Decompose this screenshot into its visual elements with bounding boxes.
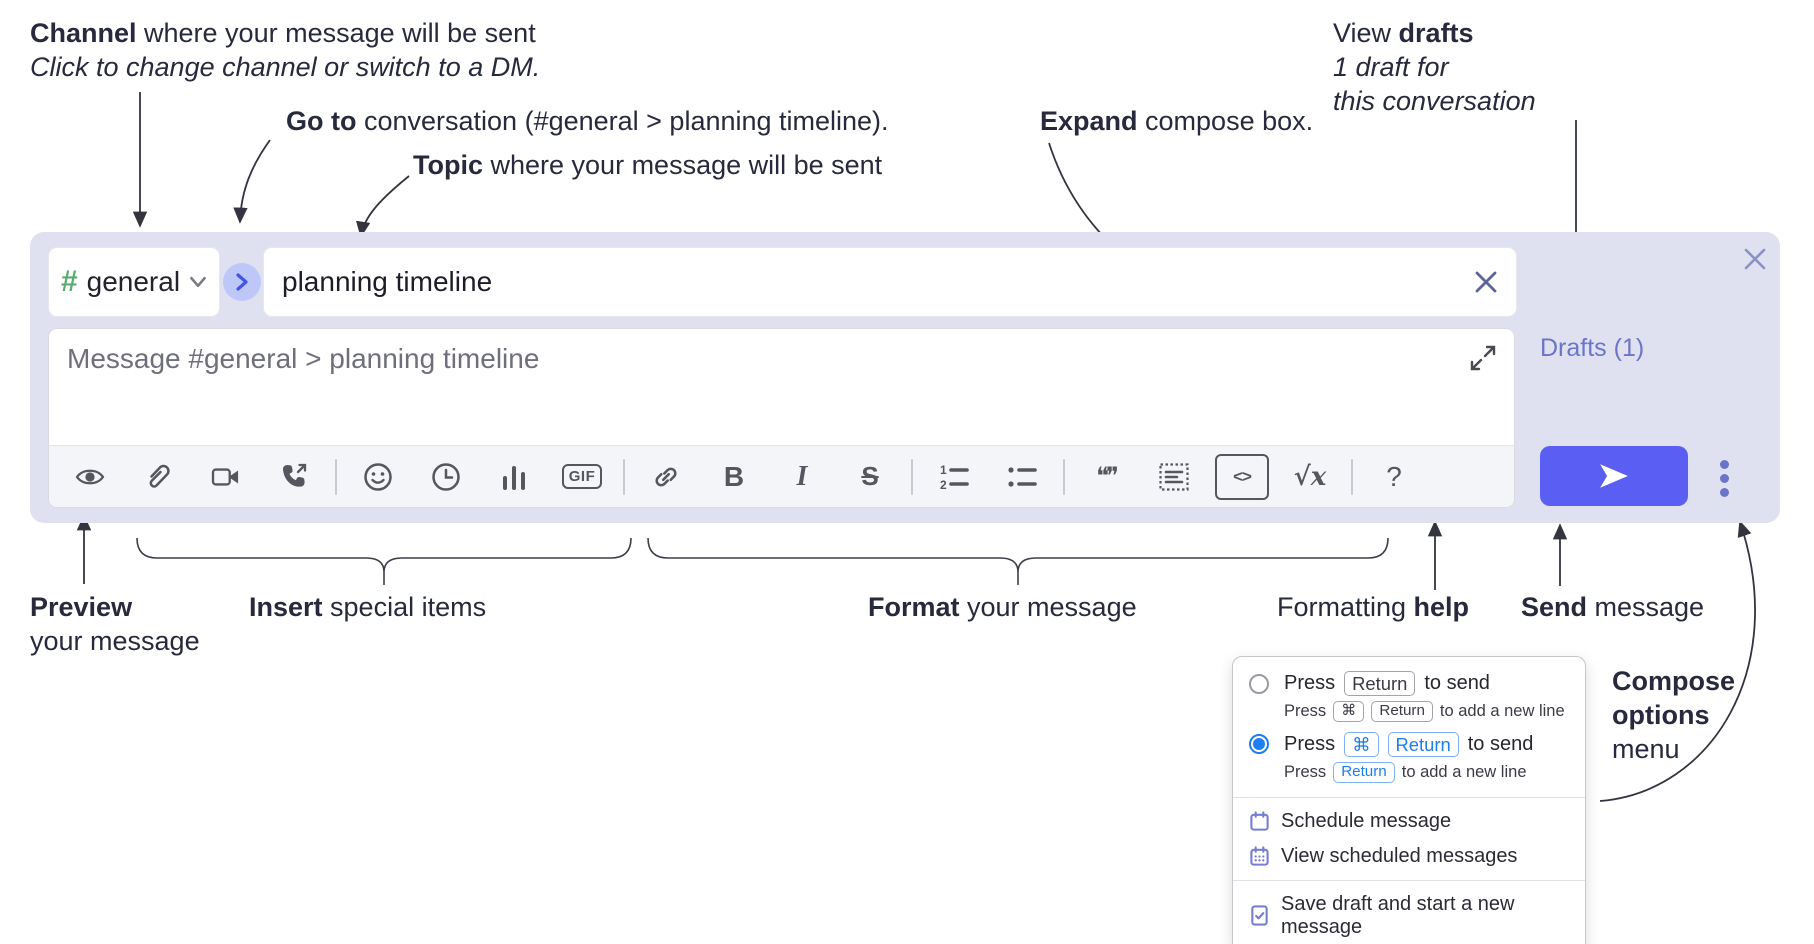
annotation-insert: Insert special items xyxy=(249,592,487,622)
toolbar-divider xyxy=(335,458,337,495)
video-icon[interactable] xyxy=(199,454,253,500)
drafts-link[interactable]: Drafts (1) xyxy=(1540,334,1645,362)
compose-options-button[interactable] xyxy=(1706,454,1742,502)
channel-name: general xyxy=(86,266,181,297)
annotation-view-drafts: View drafts 1 draft for this conversatio… xyxy=(1333,18,1536,116)
calendar-dots-icon xyxy=(1250,846,1269,866)
quote-icon[interactable]: ❝❞ xyxy=(1079,454,1133,500)
bulleted-list-icon[interactable] xyxy=(995,454,1049,500)
code-icon[interactable]: <> xyxy=(1215,453,1269,500)
svg-text:1: 1 xyxy=(940,463,947,477)
option-cmd-return-to-send[interactable]: Press ⌘ Return to send xyxy=(1233,730,1585,759)
annotation-compose-options: Compose options menu xyxy=(1612,666,1736,764)
menu-item-save-draft[interactable]: Save draft and start a new message xyxy=(1233,887,1585,944)
option-return-sub: Press ⌘ Return to add a new line xyxy=(1284,701,1565,722)
close-compose-button[interactable] xyxy=(1736,240,1774,278)
formatting-help-icon[interactable]: ? xyxy=(1367,454,1421,500)
annotation-expand: Expand compose box. xyxy=(1040,106,1314,136)
chevron-down-icon xyxy=(190,276,206,288)
channel-selector-button[interactable]: # general xyxy=(48,247,220,317)
dots-vertical-icon xyxy=(1719,459,1729,469)
option-return-to-send[interactable]: Press Return to send xyxy=(1233,669,1585,698)
annotation-preview: Preview your message xyxy=(30,592,200,656)
chevron-right-icon xyxy=(236,273,248,291)
draft-check-icon xyxy=(1251,905,1268,927)
annotation-channel: Channel where your message will be sent … xyxy=(30,18,541,82)
toolbar-divider xyxy=(911,458,913,495)
message-input[interactable] xyxy=(49,329,1514,445)
compose-box: # general xyxy=(30,232,1780,523)
audio-call-icon[interactable] xyxy=(267,454,321,500)
gif-icon[interactable]: GIF xyxy=(555,454,609,500)
clear-topic-button[interactable] xyxy=(1464,260,1508,304)
send-button[interactable] xyxy=(1540,446,1688,506)
close-icon xyxy=(1475,271,1497,293)
key-return: Return xyxy=(1344,671,1416,696)
key-cmd: ⌘ xyxy=(1344,731,1379,757)
annotation-goto: Go to conversation (#general > planning … xyxy=(286,106,889,136)
toolbar-divider xyxy=(623,458,625,495)
close-icon xyxy=(1744,248,1766,270)
topic-input-wrap xyxy=(263,247,1517,317)
recents-clock-icon[interactable] xyxy=(419,454,473,500)
blockquote-icon[interactable] xyxy=(1147,454,1201,500)
toolbar-divider xyxy=(1351,458,1353,495)
compose-options-menu: Press Return to send Press ⌘ Return to a… xyxy=(1232,656,1586,944)
strikethrough-icon[interactable]: S xyxy=(843,454,897,500)
key-return: Return xyxy=(1371,701,1433,722)
message-editor: GIF B I S 12 ❝❞ <> √x ? xyxy=(48,328,1515,508)
poll-bars-icon[interactable] xyxy=(487,454,541,500)
attachment-icon[interactable] xyxy=(131,454,185,500)
channel-hash-icon: # xyxy=(60,265,78,298)
annotation-formatting-help: Formatting help xyxy=(1277,592,1470,622)
calendar-icon xyxy=(1250,811,1269,831)
option-cmd-return-sub: Press Return to add a new line xyxy=(1284,761,1527,783)
menu-item-view-scheduled[interactable]: View scheduled messages xyxy=(1233,839,1585,874)
annotation-format: Format your message xyxy=(868,592,1137,622)
key-cmd: ⌘ xyxy=(1333,701,1365,722)
link-icon[interactable] xyxy=(639,454,693,500)
annotation-topic: Topic where your message will be sent xyxy=(413,150,883,180)
key-return: Return xyxy=(1333,761,1395,783)
emoji-icon[interactable] xyxy=(351,454,405,500)
toolbar-divider xyxy=(1063,458,1065,495)
key-return: Return xyxy=(1387,731,1459,757)
menu-divider xyxy=(1233,796,1585,798)
topic-input[interactable] xyxy=(264,266,1464,298)
goto-conversation-button[interactable] xyxy=(223,263,261,301)
italic-icon[interactable]: I xyxy=(775,454,829,500)
menu-item-schedule-message[interactable]: Schedule message xyxy=(1233,804,1585,839)
svg-text:2: 2 xyxy=(940,478,947,491)
formula-icon[interactable]: √x xyxy=(1283,454,1337,500)
bold-icon[interactable]: B xyxy=(707,454,761,500)
radio-selected[interactable] xyxy=(1249,734,1269,755)
radio-unselected[interactable] xyxy=(1249,673,1269,694)
preview-eye-icon[interactable] xyxy=(63,454,117,500)
expand-compose-button[interactable] xyxy=(1466,341,1500,375)
menu-divider xyxy=(1233,879,1585,881)
annotation-send: Send message xyxy=(1521,592,1705,622)
expand-icon xyxy=(1470,345,1496,371)
send-icon xyxy=(1600,464,1628,488)
